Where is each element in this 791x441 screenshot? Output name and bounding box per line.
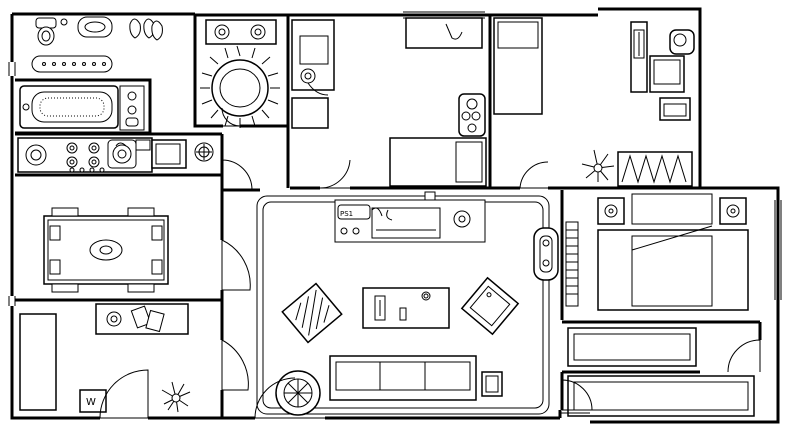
door-bedroom-twin <box>519 161 549 189</box>
bathroom <box>19 16 163 131</box>
door-living-bottom <box>254 377 325 419</box>
toilet <box>35 17 57 46</box>
dining-chairs <box>49 207 163 293</box>
interior-walls <box>15 14 762 418</box>
doors <box>99 107 761 419</box>
plant-study <box>581 149 615 182</box>
bathtub <box>19 85 119 129</box>
monitor <box>649 55 685 93</box>
storage-room: W <box>19 303 191 413</box>
microwave <box>151 139 187 169</box>
tv-console: PS1 <box>334 191 486 243</box>
armchair-left <box>281 282 343 344</box>
door-master <box>727 339 761 373</box>
living-room-carpet-outer <box>256 195 550 415</box>
study-desk <box>291 19 335 91</box>
door-entry <box>99 369 149 419</box>
dish-rack <box>135 139 151 151</box>
study <box>581 21 695 187</box>
towel-radiator <box>31 55 113 73</box>
door-bedroom-small <box>319 159 351 189</box>
kitchen <box>17 137 214 173</box>
chair-stack <box>458 93 486 137</box>
tv-stand-small <box>405 17 483 49</box>
office-chair <box>669 29 695 55</box>
master-bedroom <box>567 193 755 417</box>
extractor-fan <box>194 142 214 162</box>
cooktop <box>66 142 100 168</box>
sign-box: W <box>79 389 107 413</box>
dresser <box>567 327 697 367</box>
sign-mark: W <box>86 397 96 408</box>
round-table-with-chairs <box>200 45 280 128</box>
bedside-box <box>291 97 329 129</box>
nightstand-right <box>719 197 747 225</box>
dining-table <box>43 215 169 285</box>
single-bed-b <box>493 17 543 115</box>
radiator <box>565 221 579 307</box>
sofa <box>329 355 477 401</box>
stove <box>25 144 47 166</box>
counter-knobs <box>69 167 105 173</box>
washroom <box>200 19 280 128</box>
living-room: PS1 <box>256 191 579 416</box>
dining-room <box>43 207 169 293</box>
double-bed <box>597 193 749 311</box>
door-dining <box>221 239 251 291</box>
plant-storage <box>161 381 191 413</box>
lamp-cord <box>307 82 329 96</box>
desk-storage <box>95 303 189 335</box>
wash-basin <box>77 16 113 38</box>
lamp-table <box>481 371 503 397</box>
door-storage <box>221 339 249 391</box>
single-bed-a <box>389 137 487 187</box>
wardrobe <box>19 313 57 411</box>
door-washroom <box>221 107 241 127</box>
aquarium-cabinet <box>533 227 559 281</box>
bedroom-small <box>291 17 487 187</box>
windows <box>8 11 782 414</box>
coffee-table <box>362 287 450 329</box>
bedroom-twin <box>493 17 543 115</box>
door-kitchen <box>221 134 253 191</box>
printer <box>659 97 691 121</box>
side-table <box>275 370 321 416</box>
closet <box>567 375 755 417</box>
toiletries <box>129 18 163 41</box>
computer-desk <box>630 21 648 93</box>
equipment-tag: PS1 <box>340 210 353 218</box>
armchair-right <box>460 276 520 336</box>
double-sink <box>205 19 277 45</box>
nightstand-left <box>597 197 625 225</box>
bath-shelf <box>119 85 145 131</box>
toilet-roll <box>60 18 68 26</box>
zigzag-radiator <box>617 151 693 187</box>
door-closet <box>561 379 593 411</box>
kitchen-sink <box>107 139 137 169</box>
